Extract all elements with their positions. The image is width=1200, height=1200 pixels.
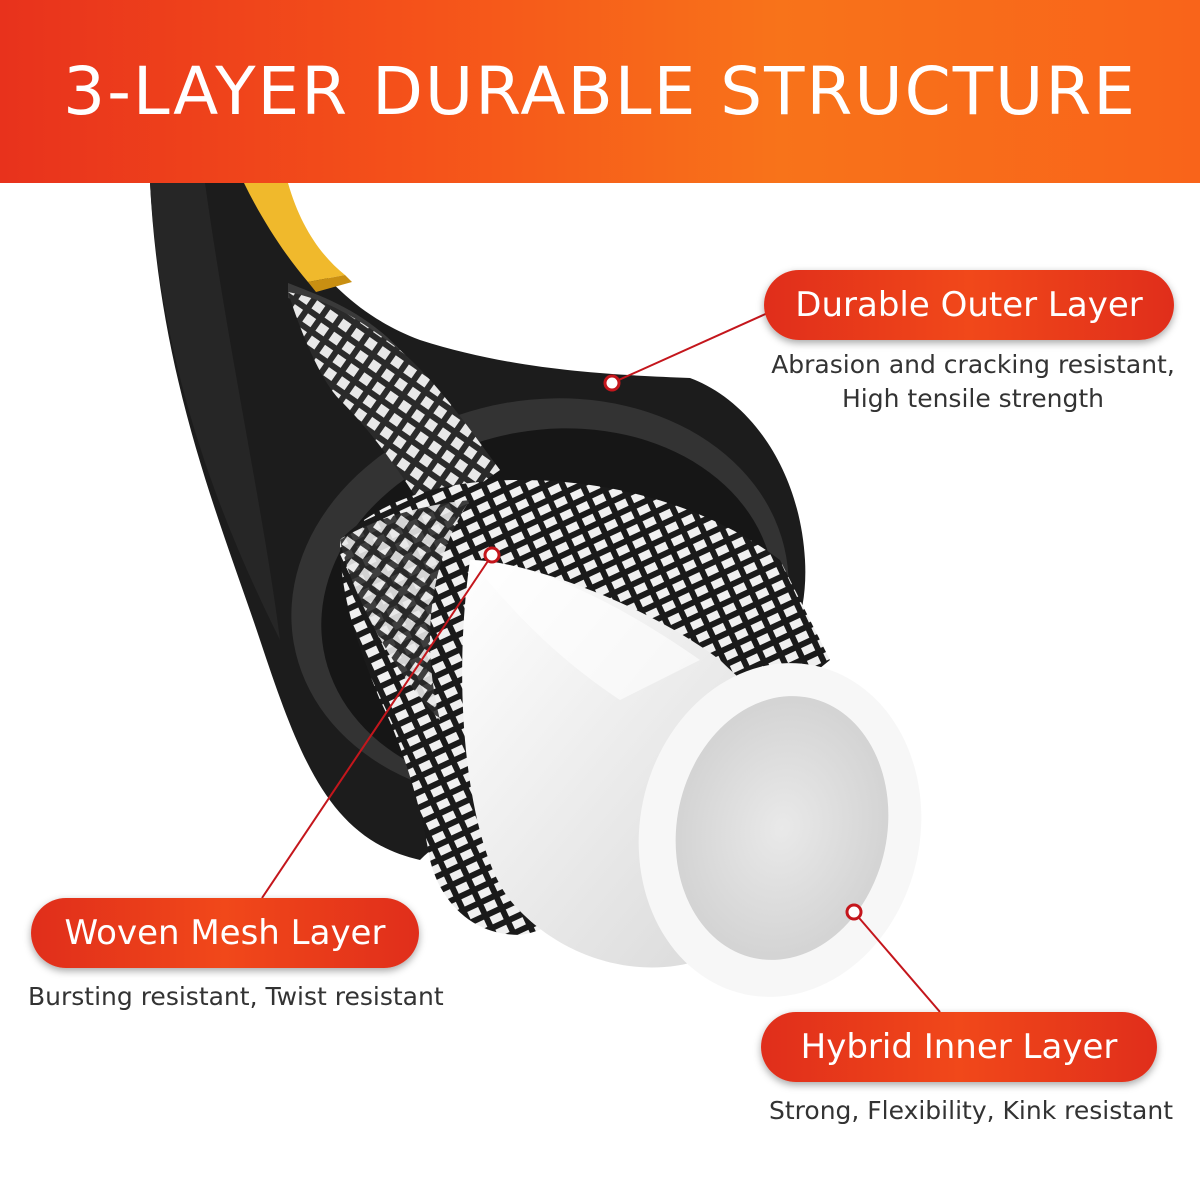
inner-layer-bore [675,696,889,960]
mesh-layer-label: Woven Mesh Layer [31,898,419,968]
mesh-leader-dot [483,546,501,564]
inner-leader-line [853,911,941,1013]
inner-layer-label: Hybrid Inner Layer [761,1012,1157,1082]
mesh-leader-line [261,554,493,899]
outer-layer-label: Durable Outer Layer [764,270,1174,340]
outer-layer-description: Abrasion and cracking resistant, High te… [768,348,1178,416]
title-banner [0,0,1200,183]
outer-leader-line [611,302,791,384]
outer-layer-description-line: High tensile strength [842,384,1104,413]
outer-layer-stripe [244,183,345,282]
outer-layer-description-line: Abrasion and cracking resistant, [771,350,1175,379]
inner-layer-description: Strong, Flexibility, Kink resistant [769,1096,1173,1125]
outer-leader-dot [603,374,621,392]
inner-leader-dot [845,903,863,921]
leader-dots [483,374,863,921]
leader-lines [261,302,941,1013]
mesh-layer-description: Bursting resistant, Twist resistant [28,982,444,1011]
page-title: 3-LAYER DURABLE STRUCTURE [63,53,1137,130]
mesh-layer-sleeve [288,292,500,520]
